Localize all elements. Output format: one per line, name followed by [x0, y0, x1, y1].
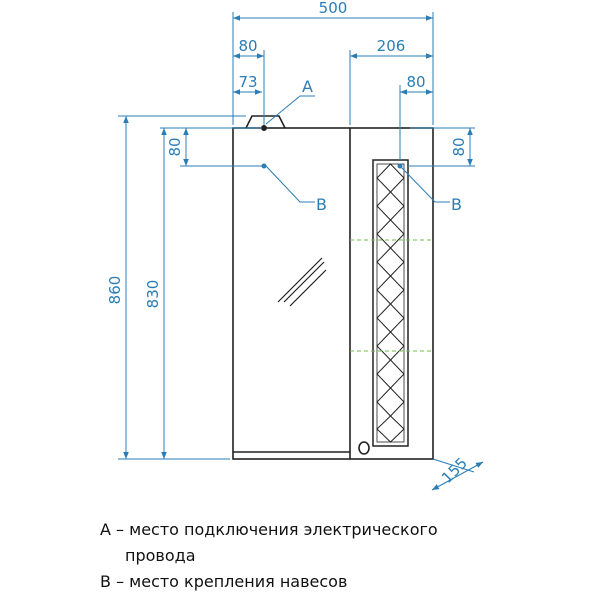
diamond-pattern	[376, 415, 405, 443]
dim-860: 860	[106, 276, 124, 305]
dim-155: 155	[438, 454, 471, 487]
diamond-pattern	[376, 219, 405, 249]
dim-80-right: 80	[406, 73, 425, 91]
diamond-pattern	[376, 331, 405, 361]
dim-line-155	[431, 461, 484, 491]
diamond-pattern	[376, 247, 405, 277]
dim-80-left: 80	[238, 37, 257, 55]
diamond-pattern	[376, 275, 405, 305]
callout-a-leader	[265, 95, 315, 125]
dim-500: 500	[319, 0, 348, 17]
legend-b-line: B – место крепления навесов	[100, 572, 348, 591]
decor-panel	[372, 159, 409, 447]
hook-point-right	[397, 163, 403, 169]
callout-b-left-label: B	[316, 195, 327, 214]
dim-80-vertical-left: 80	[166, 137, 184, 156]
dim-80-vertical-right: 80	[450, 137, 468, 156]
diamond-pattern	[376, 191, 405, 221]
socket-point	[261, 125, 267, 131]
callout-b-right-leader	[399, 165, 450, 203]
callout-a-label: A	[302, 77, 313, 96]
hook-point-left	[261, 163, 267, 169]
cabinet-body	[232, 115, 434, 460]
mirror-reflection-lines	[277, 257, 327, 307]
dim-830: 830	[144, 280, 162, 309]
diamond-pattern	[376, 359, 405, 389]
callout-b-right-label: B	[451, 195, 462, 214]
diamond-pattern	[376, 303, 405, 333]
legend-a-line2: провода	[125, 546, 196, 565]
callout-b-left-leader	[265, 165, 315, 203]
dim-73: 73	[238, 73, 257, 91]
legend-a-line1: A – место подключения электрического	[100, 520, 438, 539]
diamond-pattern	[376, 387, 405, 417]
shelf-markers	[350, 239, 433, 352]
dim-206: 206	[377, 37, 406, 55]
